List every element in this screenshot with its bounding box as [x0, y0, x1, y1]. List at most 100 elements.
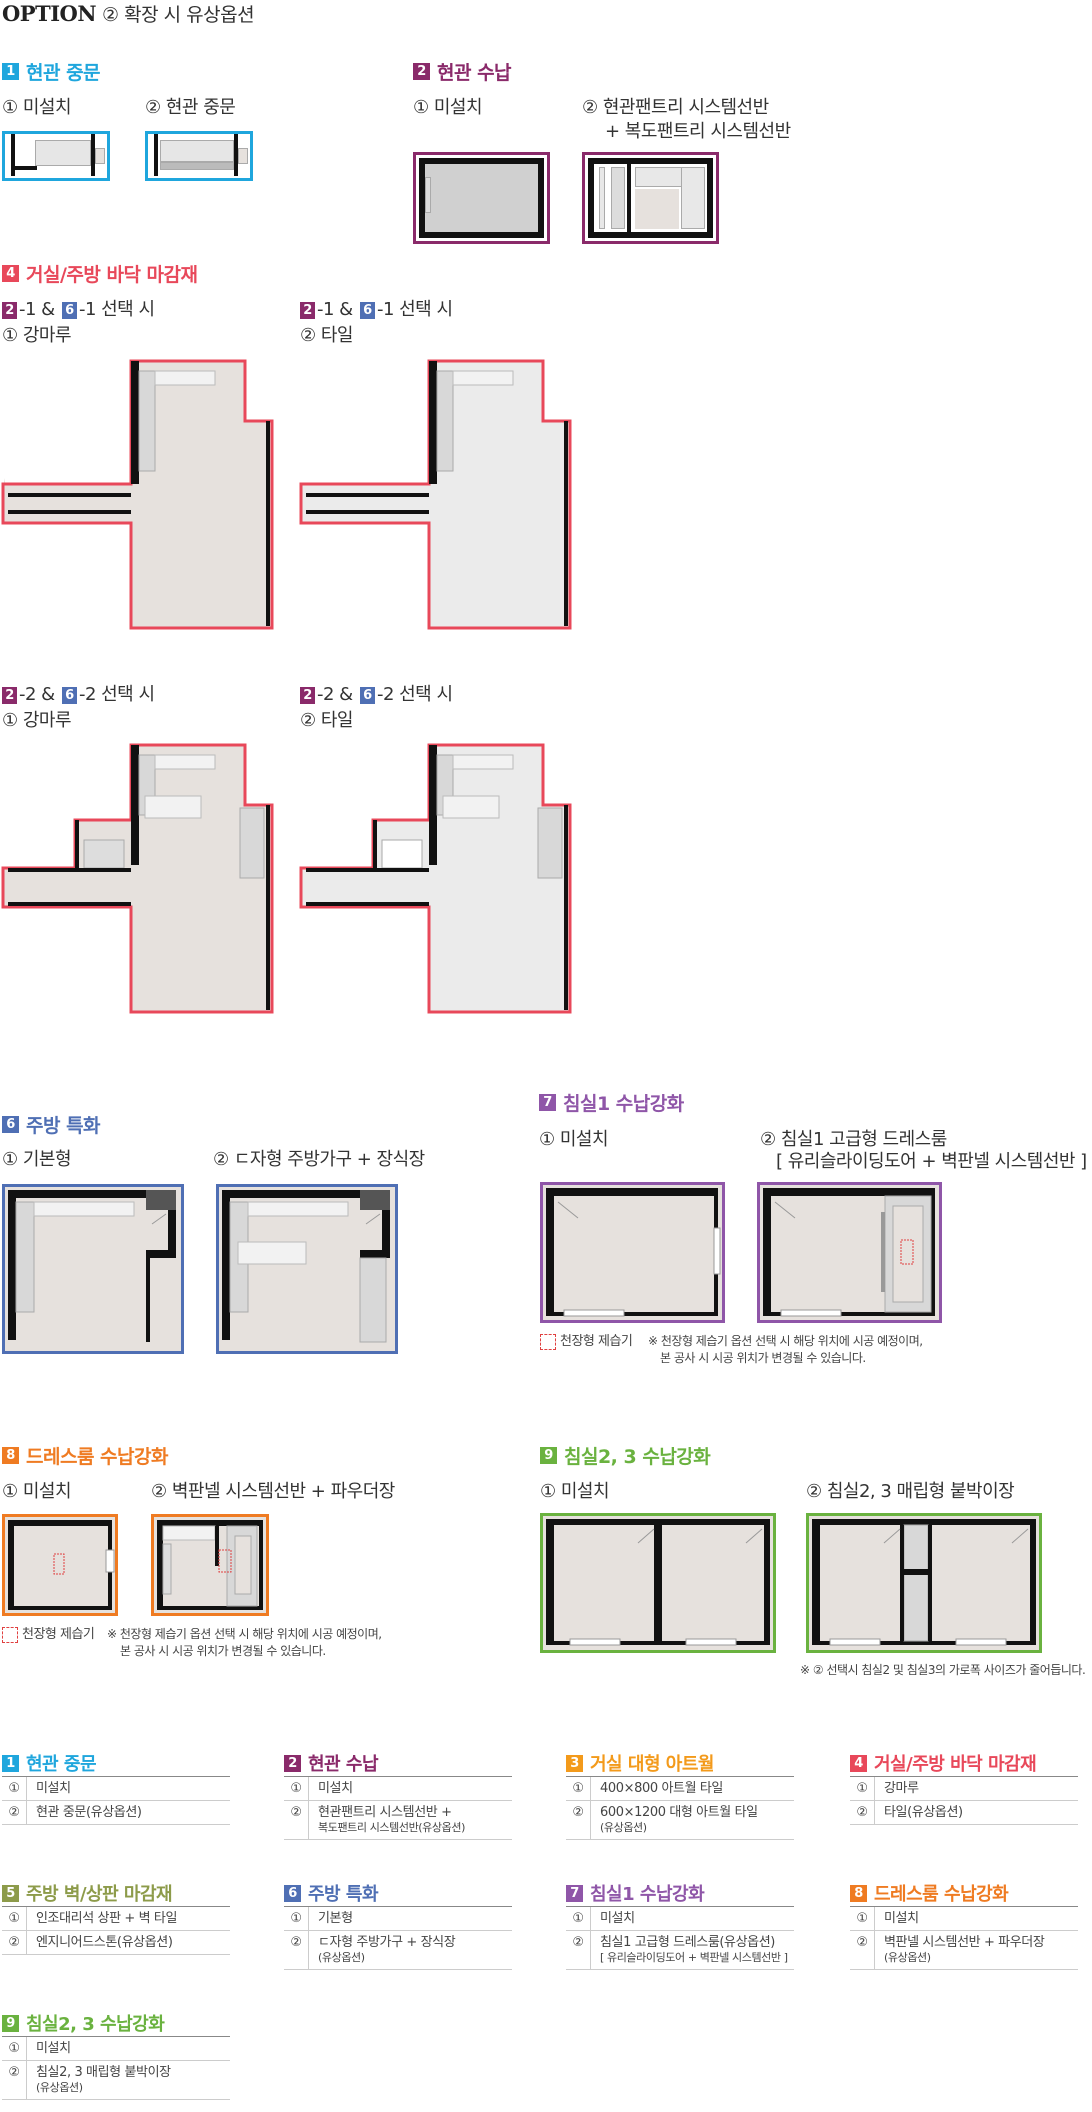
sec4-a-heading-2: 2-1 & 6-1 선택 시	[300, 298, 453, 322]
sub-text: -1 선택 시	[376, 299, 453, 320]
sub-text: -1 선택 시	[78, 299, 155, 320]
option-label: OPTION	[2, 1, 97, 26]
summary-row-marker: ②	[566, 1801, 591, 1839]
summary-number: 3	[566, 1754, 583, 1772]
sec4-b1-label: ① 강마루	[2, 710, 72, 731]
summary-title-text: 침실2, 3 수납강화	[26, 2014, 165, 2035]
sec7-opt2-label-a: ② 침실1 고급형 드레스룸	[760, 1129, 947, 1150]
summary-row-text: 벽판넬 시스템선반 + 파우더장(유상옵션)	[884, 1935, 1045, 1964]
summary-number: 8	[850, 1884, 867, 1902]
sec1-opt2-label: ② 현관 중문	[145, 97, 236, 118]
sec8-legend: 천장형 제습기	[2, 1626, 95, 1643]
summary-row-text: 미설치	[36, 2041, 71, 2056]
summary-row-marker: ②	[284, 1801, 309, 1839]
summary-row: ② ㄷ자형 주방가구 + 장식장(유상옵션)	[284, 1931, 512, 1970]
summary-row-text: 400×800 아트월 타일	[600, 1781, 723, 1796]
sub-text: -2 &	[19, 684, 55, 705]
summary-title: 7 침실1 수납강화	[566, 1880, 794, 1907]
section-6-title: 6 주방 특화	[2, 1111, 101, 1138]
section-number: 6	[2, 1116, 19, 1133]
sec1-opt2-plan	[145, 131, 253, 181]
section-title-text: 거실/주방 바닥 마감재	[26, 264, 198, 286]
summary-row-marker: ②	[284, 1931, 309, 1969]
sec7-note-2: 본 공사 시 시공 위치가 변경될 수 있습니다.	[660, 1351, 866, 1365]
summary-row-text: ㄷ자형 주방가구 + 장식장(유상옵션)	[318, 1935, 456, 1964]
sec7-opt1-plan	[540, 1182, 725, 1323]
dehumidifier-legend-icon	[540, 1333, 556, 1350]
summary-row-marker: ②	[2, 1931, 27, 1954]
summary-row-text: 침실2, 3 매립형 붙박이장(유상옵션)	[36, 2065, 171, 2094]
summary-title-text: 드레스룸 수납강화	[874, 1884, 1009, 1905]
sec8-note-2: 본 공사 시 시공 위치가 변경될 수 있습니다.	[120, 1644, 326, 1658]
section-title-text: 주방 특화	[26, 1115, 101, 1137]
ref-2-badge: 2	[2, 301, 17, 319]
section-title-text: 침실2, 3 수납강화	[564, 1446, 711, 1468]
summary-row-marker: ②	[850, 1801, 875, 1824]
sec2-opt2-label-a: ② 현관팬트리 시스템선반	[582, 97, 769, 118]
summary-number: 1	[2, 1754, 19, 1772]
summary-row-text: 미설치	[600, 1911, 635, 1926]
sec4-a-heading-1: 2-1 & 6-1 선택 시	[2, 298, 155, 322]
ref-6-badge: 6	[359, 301, 375, 319]
summary-title: 1 현관 중문	[2, 1750, 230, 1777]
sec2-opt2-label-b: + 복도팬트리 시스템선반	[605, 121, 791, 142]
summary-title-text: 현관 중문	[26, 1754, 97, 1775]
section-title-text: 침실1 수납강화	[563, 1093, 684, 1115]
sec7-opt2-label-b: [ 유리슬라이딩도어 + 벽판넬 시스템선반 ]	[776, 1151, 1087, 1172]
summary-row-marker: ①	[566, 1907, 591, 1930]
ref-6-badge: 6	[359, 686, 375, 704]
summary-row-text: 강마루	[884, 1781, 919, 1796]
summary-row-marker: ①	[284, 1907, 309, 1930]
summary-row-text: 현관팬트리 시스템선반 +복도팬트리 시스템선반(유상옵션)	[318, 1805, 465, 1834]
ref-2-badge: 2	[300, 301, 315, 319]
dehumidifier-legend-icon	[2, 1626, 18, 1643]
section-9-title: 9 침실2, 3 수납강화	[540, 1442, 711, 1469]
summary-row-marker: ①	[2, 1907, 27, 1930]
sub-text: -2 선택 시	[78, 684, 155, 705]
sec4-b2-label: ② 타일	[300, 710, 353, 731]
summary-row-marker: ①	[850, 1777, 875, 1800]
sec8-opt2-plan	[151, 1514, 269, 1616]
sec6-opt1-label: ① 기본형	[2, 1149, 72, 1170]
section-number: 9	[540, 1447, 557, 1464]
ref-2-badge: 2	[300, 686, 315, 704]
summary-number: 4	[850, 1754, 867, 1772]
legend-text: 천장형 제습기	[22, 1627, 95, 1642]
summary-title-text: 거실/주방 바닥 마감재	[874, 1754, 1037, 1775]
section-number: 1	[2, 63, 19, 80]
ref-6-badge: 6	[61, 686, 77, 704]
summary-row-marker: ②	[566, 1931, 591, 1969]
summary-number: 9	[2, 2014, 19, 2032]
sec7-opt2-plan	[757, 1182, 942, 1323]
sec1-opt1-label: ① 미설치	[2, 97, 72, 118]
sec4-a2-label: ② 타일	[300, 325, 353, 346]
summary-number: 6	[284, 1884, 301, 1902]
summary-row-marker: ②	[2, 2061, 27, 2099]
summary-row-text: 미설치	[36, 1781, 71, 1796]
summary-title: 3 거실 대형 아트월	[566, 1750, 794, 1777]
section-title-text: 현관 수납	[437, 62, 512, 84]
sec2-opt1-plan	[413, 152, 550, 244]
summary-number: 7	[566, 1884, 583, 1902]
sec4-a1-plan	[1, 359, 274, 630]
sec2-opt1-label: ① 미설치	[413, 97, 483, 118]
sec8-note-1: ※ 천장형 제습기 옵션 선택 시 해당 위치에 시공 예정이며,	[107, 1627, 382, 1641]
section-title-text: 드레스룸 수납강화	[26, 1446, 168, 1468]
summary-title-text: 거실 대형 아트월	[590, 1754, 714, 1775]
option-desc: ② 확장 시 유상옵션	[102, 4, 255, 26]
summary-title-text: 침실1 수납강화	[590, 1884, 705, 1905]
